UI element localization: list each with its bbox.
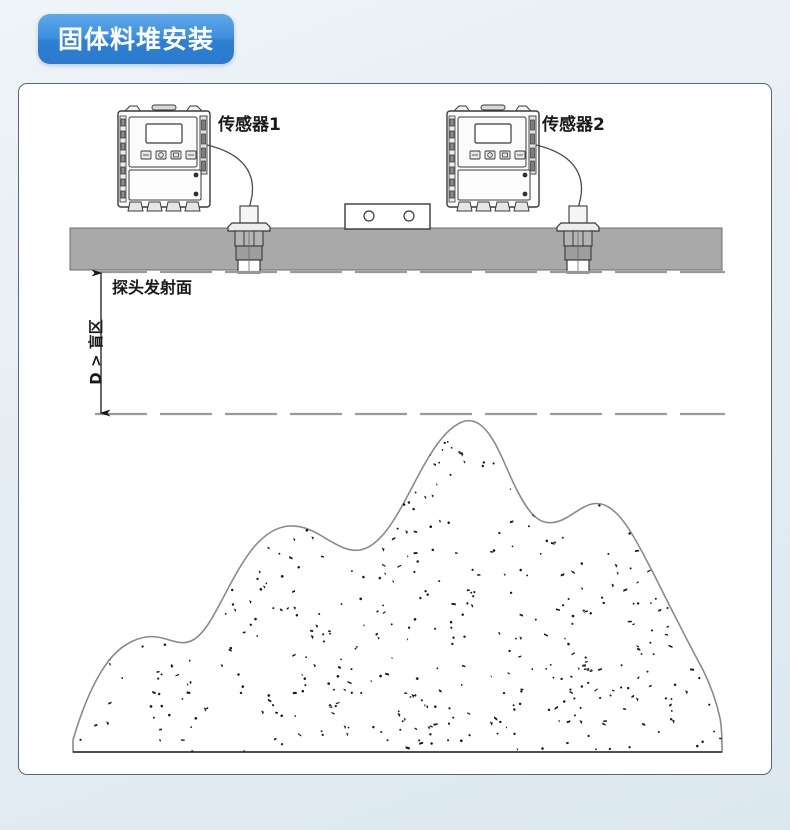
page-title-badge: 固体料堆安装 bbox=[38, 14, 235, 64]
material-pile bbox=[72, 419, 723, 753]
sensor2-probe[interactable] bbox=[556, 205, 600, 274]
sensor2-cable bbox=[535, 144, 583, 211]
blind-zone-label: D > 盲区 bbox=[87, 319, 105, 384]
diagram-panel: 传感器1 bbox=[18, 83, 772, 775]
junction-box[interactable] bbox=[344, 203, 431, 230]
page-title-text: 固体料堆安装 bbox=[58, 24, 215, 54]
sensor1-keypad[interactable] bbox=[140, 150, 197, 160]
sensor1-probe[interactable] bbox=[227, 205, 271, 274]
sensor2-probe-flange bbox=[556, 222, 600, 232]
sensor1-controller[interactable] bbox=[117, 104, 211, 212]
junction-box-hole bbox=[363, 210, 375, 222]
junction-box-hole bbox=[403, 210, 415, 222]
blind-zone-dimension: D > 盲区 bbox=[87, 269, 111, 417]
ceiling-beam bbox=[69, 227, 723, 271]
sensor2-cable-glands bbox=[456, 201, 530, 212]
sensor2-lcd-display bbox=[474, 123, 512, 144]
sensor1-cable-glands bbox=[127, 201, 201, 212]
probe-emitting-face-label: 探头发射面 bbox=[112, 278, 192, 297]
sensor1-lcd-display bbox=[145, 123, 183, 144]
sensor2-controller[interactable] bbox=[446, 104, 540, 212]
material-pile-outline bbox=[72, 419, 723, 753]
sensor1-label: 传感器1 bbox=[217, 114, 281, 135]
installation-diagram: 传感器1 bbox=[69, 104, 725, 753]
sensor2-keypad[interactable] bbox=[469, 150, 526, 160]
sensor1-probe-flange bbox=[227, 222, 271, 232]
sensor2-label: 传感器2 bbox=[541, 114, 605, 135]
sensor1-cable bbox=[206, 144, 254, 211]
